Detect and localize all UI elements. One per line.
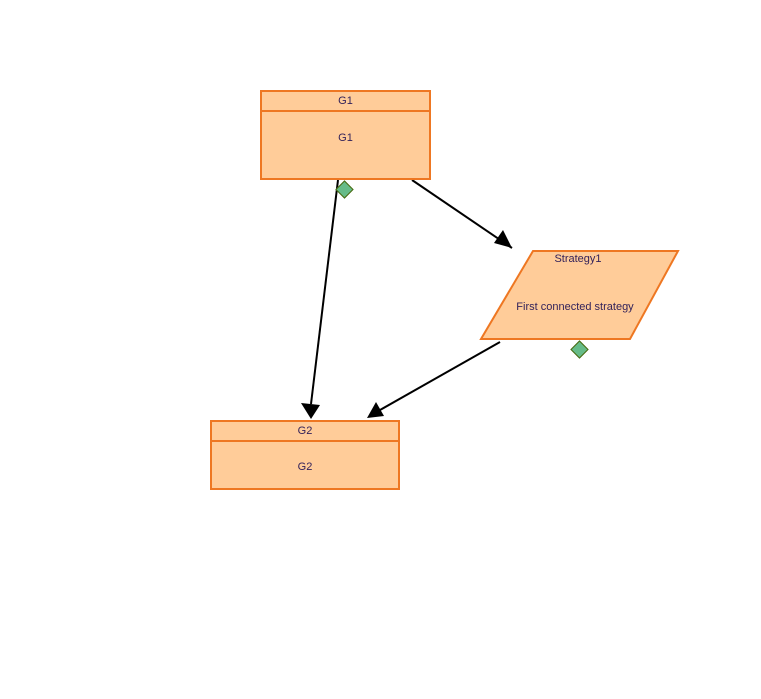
edge-g1-to-strategy1[interactable]: [411, 179, 513, 249]
goal-node-g2[interactable]: G2 G2: [210, 420, 400, 490]
edge-strategy1-to-g2[interactable]: [379, 341, 501, 411]
strategy1-body: First connected strategy: [516, 301, 634, 313]
edge-g1-to-g2-arrowhead: [301, 403, 320, 419]
edge-g1-to-g2[interactable]: [310, 179, 339, 405]
goal-node-g1-body: G1: [338, 132, 353, 144]
goal-node-g1-header: G1: [262, 92, 429, 112]
goal-node-g1[interactable]: G1 G1: [260, 90, 431, 180]
edge-strategy1-to-g2-arrowhead: [367, 402, 384, 418]
strategy1-shape[interactable]: [479, 250, 680, 340]
edge-g1-to-strategy1-arrowhead: [494, 230, 512, 248]
goal-node-g2-header: G2: [212, 422, 398, 442]
strategy1-header: Strategy1: [554, 253, 602, 265]
goal-node-g2-body: G2: [297, 461, 313, 473]
